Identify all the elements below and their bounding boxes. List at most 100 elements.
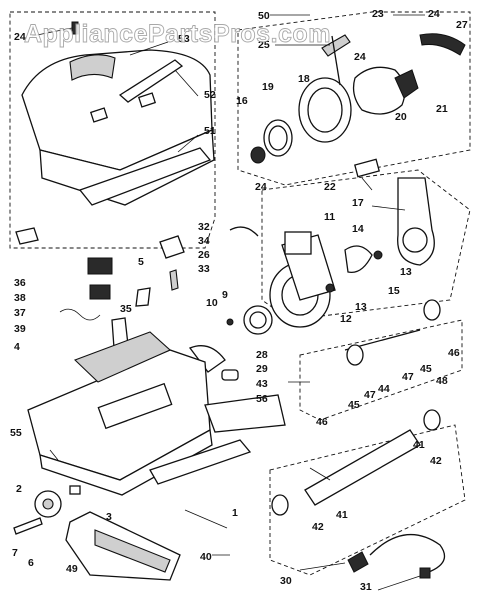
callout-labels: 24 53 52 51 50 25 23 24 27 24 16 19 18 2…	[10, 8, 468, 593]
brushroll-end-right[interactable]	[423, 409, 441, 431]
lever[interactable]	[135, 287, 151, 307]
fan-nut[interactable]	[373, 250, 383, 260]
leader	[49, 449, 59, 461]
callout-19: 19	[262, 81, 274, 93]
leader-lines	[31, 14, 425, 591]
base-front	[39, 428, 213, 496]
motor-bearing[interactable]	[250, 146, 266, 164]
callout-30: 30	[280, 575, 292, 587]
leader	[377, 575, 421, 591]
leader	[184, 509, 228, 529]
callout-49: 49	[66, 563, 78, 575]
wheel-hub	[42, 498, 54, 510]
fan-impeller[interactable]	[344, 245, 373, 274]
base-strip[interactable]	[149, 439, 252, 485]
callout-42a: 42	[430, 455, 442, 467]
switch-knob[interactable]	[15, 227, 39, 245]
motor-bracket[interactable]	[321, 34, 351, 57]
hood-side	[39, 129, 215, 206]
callout-31: 31	[360, 581, 372, 593]
callout-4: 4	[14, 341, 20, 353]
fan-group-outline	[261, 169, 471, 321]
switch-spring[interactable]	[59, 308, 101, 321]
pedal-spring[interactable]	[169, 269, 179, 291]
switch-parts	[15, 226, 273, 381]
callout-45b: 45	[348, 399, 360, 411]
callout-51: 51	[204, 125, 216, 137]
hood-vent-left	[89, 107, 109, 123]
leader	[129, 41, 169, 56]
callout-38: 38	[14, 292, 26, 304]
wheel-axle[interactable]	[221, 369, 239, 381]
cord-strain-relief[interactable]	[419, 567, 431, 579]
callout-47a: 47	[402, 371, 414, 383]
fan-duct[interactable]	[284, 231, 312, 255]
leader	[174, 69, 199, 97]
callout-35: 35	[120, 303, 132, 315]
hood-bumper[interactable]	[78, 147, 212, 206]
motor[interactable]	[352, 66, 406, 115]
base-brush-cavity	[97, 382, 173, 430]
agitator-end-cap[interactable]	[346, 344, 364, 366]
motor-clip[interactable]	[331, 35, 341, 86]
callout-21: 21	[436, 103, 448, 115]
filter[interactable]	[354, 158, 380, 178]
callout-37: 37	[14, 307, 26, 319]
callout-7: 7	[12, 547, 18, 559]
agitator-assembly	[269, 299, 466, 579]
callout-42b: 42	[312, 521, 324, 533]
callout-26: 26	[198, 249, 210, 261]
callout-17: 17	[352, 197, 364, 209]
callout-48: 48	[436, 375, 448, 387]
base-clip[interactable]	[69, 485, 81, 495]
hood-assembly	[9, 11, 216, 249]
hood-handle-bar[interactable]	[118, 59, 184, 103]
callout-40: 40	[200, 551, 212, 563]
callout-29: 29	[256, 363, 268, 375]
callout-22: 22	[324, 181, 336, 193]
base-assembly	[13, 331, 286, 581]
callout-25: 25	[258, 39, 270, 51]
leader	[361, 177, 373, 191]
wheel-bracket[interactable]	[188, 345, 226, 373]
pedal[interactable]	[159, 235, 185, 259]
watermark-text: AppliancePartsPros.com	[24, 20, 331, 48]
motor-assembly	[237, 11, 471, 186]
fan-washer[interactable]	[325, 283, 335, 293]
callout-36: 36	[14, 277, 26, 289]
brushroll-end-left[interactable]	[271, 494, 289, 516]
screw[interactable]	[226, 318, 234, 326]
brushroll[interactable]	[304, 429, 421, 506]
drive-belt[interactable]	[419, 33, 466, 56]
fan-cover-port	[402, 227, 428, 253]
callout-39: 39	[14, 323, 26, 335]
leader	[177, 134, 199, 153]
base-plate[interactable]	[204, 394, 286, 433]
cord-clip[interactable]	[229, 226, 259, 237]
hood-headlight-lens[interactable]	[69, 54, 116, 81]
callout-11: 11	[324, 211, 335, 223]
callout-13a: 13	[400, 266, 412, 278]
callout-15: 15	[388, 285, 400, 297]
bearing-ring-inner	[249, 311, 267, 329]
callout-55: 55	[10, 427, 22, 439]
callout-10: 10	[206, 297, 218, 309]
callout-2: 2	[16, 483, 22, 495]
hood-cover[interactable]	[21, 49, 213, 171]
switch-plate[interactable]	[87, 257, 113, 275]
callout-44: 44	[378, 383, 390, 395]
motor-brush[interactable]	[394, 69, 419, 99]
callout-23: 23	[372, 8, 384, 20]
agitator-end-cap-right[interactable]	[423, 299, 441, 321]
callout-9: 9	[222, 289, 228, 301]
switch[interactable]	[89, 284, 111, 300]
callout-24d: 24	[255, 181, 267, 193]
power-cord[interactable]	[369, 533, 446, 576]
cord-plug[interactable]	[347, 551, 369, 573]
hood-group-outline	[9, 11, 216, 249]
axle[interactable]	[13, 517, 43, 535]
motor-housing-inner	[307, 87, 343, 133]
leader	[31, 27, 73, 37]
callout-6: 6	[28, 557, 34, 569]
callout-47b: 47	[364, 389, 376, 401]
